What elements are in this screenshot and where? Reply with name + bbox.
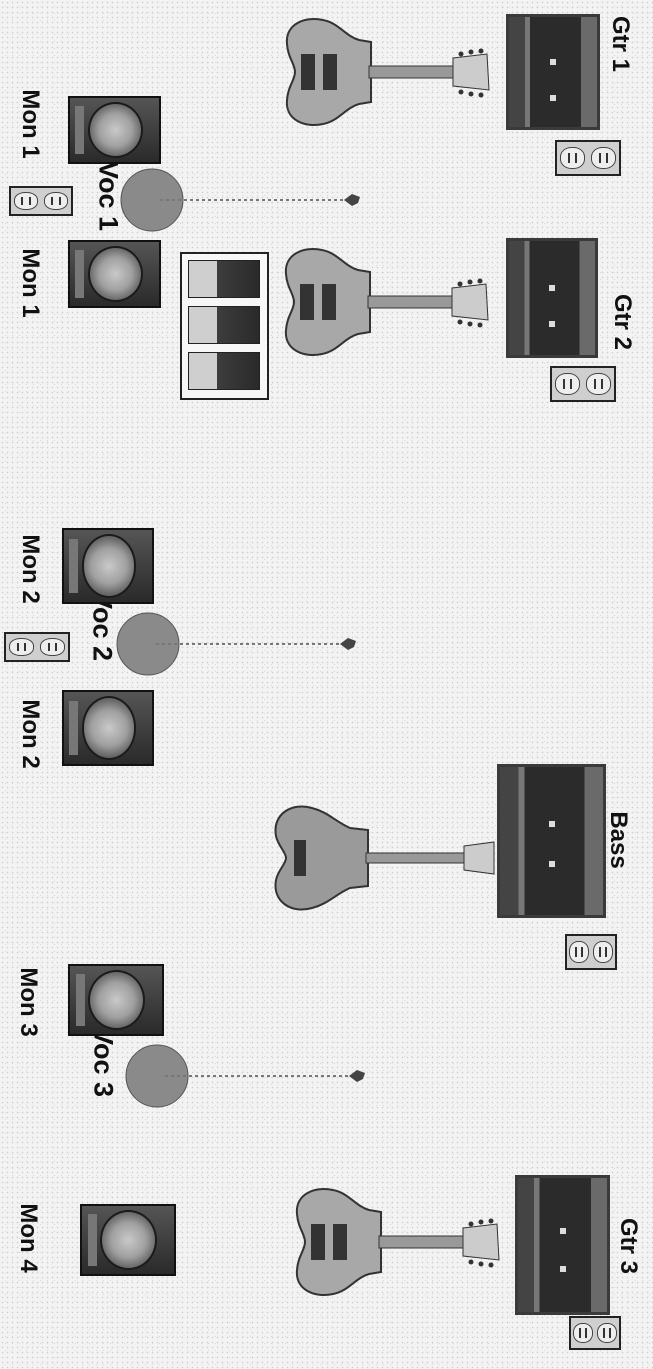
vocal-label-voc-3: Voc 3 — [88, 1026, 119, 1098]
monitor-speaker-mon-3 — [68, 964, 164, 1036]
bass-guitar — [274, 805, 495, 911]
monitor-label-mon-3: Mon 3 — [15, 967, 42, 1037]
monitor-speaker-mon-2a — [62, 528, 154, 604]
electric-guitar-gtr-1 — [285, 18, 490, 126]
power-outlet-icon — [565, 934, 617, 970]
speaker-cone-icon — [81, 534, 137, 598]
amp-knob-icon — [559, 1228, 566, 1234]
guitar-amp-gtr-1 — [506, 14, 600, 130]
amp-label-gtr-1: Gtr 1 — [607, 15, 634, 73]
monitor-speaker-mon-1b — [68, 240, 161, 308]
bass-amp — [497, 764, 606, 918]
guitar-amp-gtr-2 — [506, 238, 598, 358]
monitor-speaker-mon-4 — [80, 1204, 176, 1276]
amp-knob-icon — [550, 59, 556, 65]
power-outlet-icon — [555, 140, 621, 176]
monitor-label-mon-1b: Mon 1 — [17, 248, 44, 318]
speaker-cone-icon — [100, 1210, 158, 1270]
guitar-amp-gtr-3 — [515, 1175, 610, 1315]
amp-knob-icon — [548, 861, 555, 867]
effects-pedal-icon — [188, 306, 260, 344]
amp-knob-icon — [559, 1266, 566, 1272]
speaker-cone-icon — [81, 696, 137, 760]
amp-knob-icon — [548, 821, 555, 827]
amp-label-gtr-2: Gtr 2 — [609, 293, 636, 351]
monitor-label-mon-2b: Mon 2 — [17, 699, 44, 769]
amp-knob-icon — [549, 285, 555, 291]
monitor-speaker-mon-1a — [68, 96, 161, 164]
vocal-mic-stand-voc-3 — [125, 1044, 365, 1108]
power-outlet-icon — [550, 366, 616, 402]
vocal-mic-stand-voc-1 — [120, 168, 360, 232]
monitor-label-mon-1a: Mon 1 — [17, 89, 44, 159]
power-outlet-icon — [569, 1316, 621, 1350]
amp-knob-icon — [550, 95, 556, 101]
pedal-board — [180, 252, 269, 400]
electric-guitar-gtr-3 — [295, 1188, 500, 1296]
monitor-label-mon-4: Mon 4 — [15, 1203, 42, 1273]
monitor-label-mon-2a: Mon 2 — [17, 534, 44, 604]
vocal-label-voc-1: Voc 1 — [93, 160, 124, 232]
speaker-cone-icon — [87, 245, 143, 303]
effects-pedal-icon — [188, 260, 260, 298]
speaker-cone-icon — [88, 970, 146, 1030]
power-outlet-icon — [4, 632, 70, 662]
speaker-cone-icon — [87, 101, 143, 159]
amp-knob-icon — [549, 321, 555, 327]
power-outlet-icon — [9, 186, 73, 216]
effects-pedal-icon — [188, 352, 260, 390]
amp-label-gtr-3: Gtr 3 — [615, 1217, 642, 1275]
vocal-mic-stand-voc-2 — [116, 612, 356, 676]
amp-label-bass: Bass — [605, 811, 632, 869]
electric-guitar-gtr-2 — [284, 248, 489, 356]
monitor-speaker-mon-2b — [62, 690, 154, 766]
